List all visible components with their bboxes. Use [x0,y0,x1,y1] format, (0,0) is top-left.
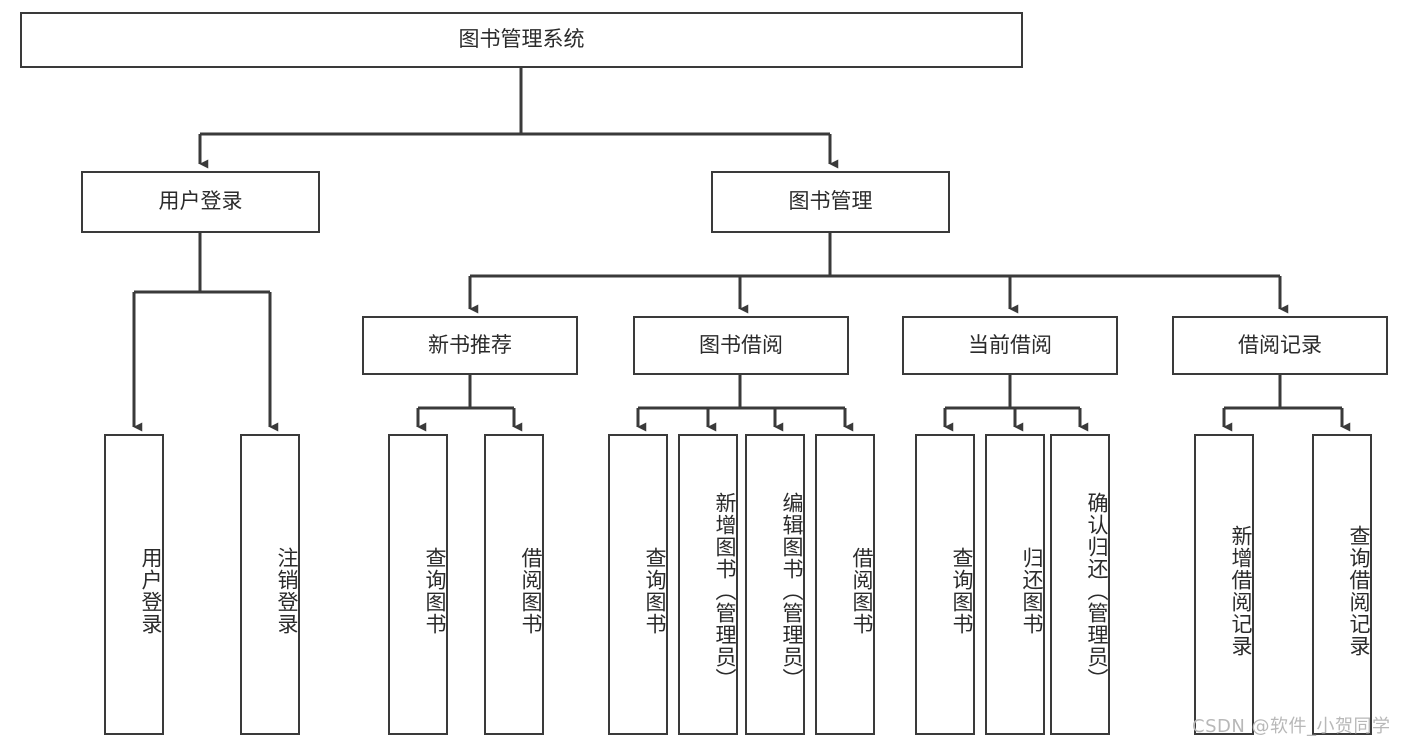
node-root-label: 图书管理系统 [458,27,585,52]
node-leaf-confirm-return[interactable]: 确认归还（管理员） [1050,434,1110,735]
node-leaf-confirm-return-label: 确认归还（管理员） [1085,491,1109,690]
node-current-borrow[interactable]: 当前借阅 [902,316,1118,375]
node-leaf-query-book-1[interactable]: 查询图书 [388,434,448,735]
node-leaf-return-book-label: 归还图书 [1020,546,1044,635]
node-leaf-add-book-label: 新增图书（管理员） [713,491,737,690]
node-leaf-query-book-1-label: 查询图书 [423,546,447,635]
csdn-watermark: CSDN @软件_小贺同学 [1192,716,1391,737]
node-new-book-recommend[interactable]: 新书推荐 [362,316,578,375]
node-leaf-borrow-book-1[interactable]: 借阅图书 [484,434,544,735]
node-borrow-record[interactable]: 借阅记录 [1172,316,1388,375]
node-leaf-return-book[interactable]: 归还图书 [985,434,1045,735]
node-root[interactable]: 图书管理系统 [20,12,1023,68]
node-user-login[interactable]: 用户登录 [81,171,320,233]
node-borrow-record-label: 借阅记录 [1238,332,1322,357]
node-leaf-query-record-label: 查询借阅记录 [1347,524,1371,657]
node-leaf-edit-book-label: 编辑图书（管理员） [780,491,804,690]
node-book-borrow[interactable]: 图书借阅 [633,316,849,375]
node-leaf-add-record-label: 新增借阅记录 [1229,524,1253,657]
node-leaf-add-record[interactable]: 新增借阅记录 [1194,434,1254,735]
node-user-login-label: 用户登录 [158,189,243,214]
node-leaf-user-login-label: 用户登录 [139,546,163,635]
node-new-book-recommend-label: 新书推荐 [428,332,512,357]
node-book-borrow-label: 图书借阅 [699,332,783,357]
node-leaf-query-book-3-label: 查询图书 [950,546,974,635]
node-leaf-edit-book[interactable]: 编辑图书（管理员） [745,434,805,735]
node-leaf-add-book[interactable]: 新增图书（管理员） [678,434,738,735]
node-leaf-query-book-3[interactable]: 查询图书 [915,434,975,735]
node-leaf-query-record[interactable]: 查询借阅记录 [1312,434,1372,735]
node-leaf-borrow-book-2[interactable]: 借阅图书 [815,434,875,735]
node-leaf-user-logout[interactable]: 注销登录 [240,434,300,735]
node-leaf-user-logout-label: 注销登录 [275,546,299,635]
node-book-manage-label: 图书管理 [788,189,873,214]
node-leaf-borrow-book-1-label: 借阅图书 [519,546,543,635]
node-leaf-user-login[interactable]: 用户登录 [104,434,164,735]
node-leaf-borrow-book-2-label: 借阅图书 [850,546,874,635]
node-current-borrow-label: 当前借阅 [968,332,1052,357]
node-book-manage[interactable]: 图书管理 [711,171,950,233]
node-leaf-query-book-2-label: 查询图书 [643,546,667,635]
node-leaf-query-book-2[interactable]: 查询图书 [608,434,668,735]
